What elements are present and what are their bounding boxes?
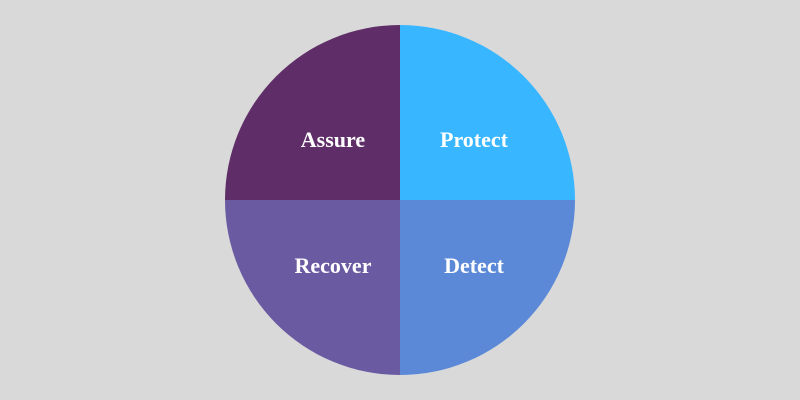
label-detect: Detect (444, 253, 505, 278)
label-assure: Assure (301, 127, 366, 152)
quadrant-detect (400, 200, 575, 375)
label-protect: Protect (440, 127, 509, 152)
quadrant-assure (225, 25, 400, 200)
quadrant-protect (400, 25, 575, 200)
label-recover: Recover (295, 253, 372, 278)
quadrant-recover (225, 200, 400, 375)
